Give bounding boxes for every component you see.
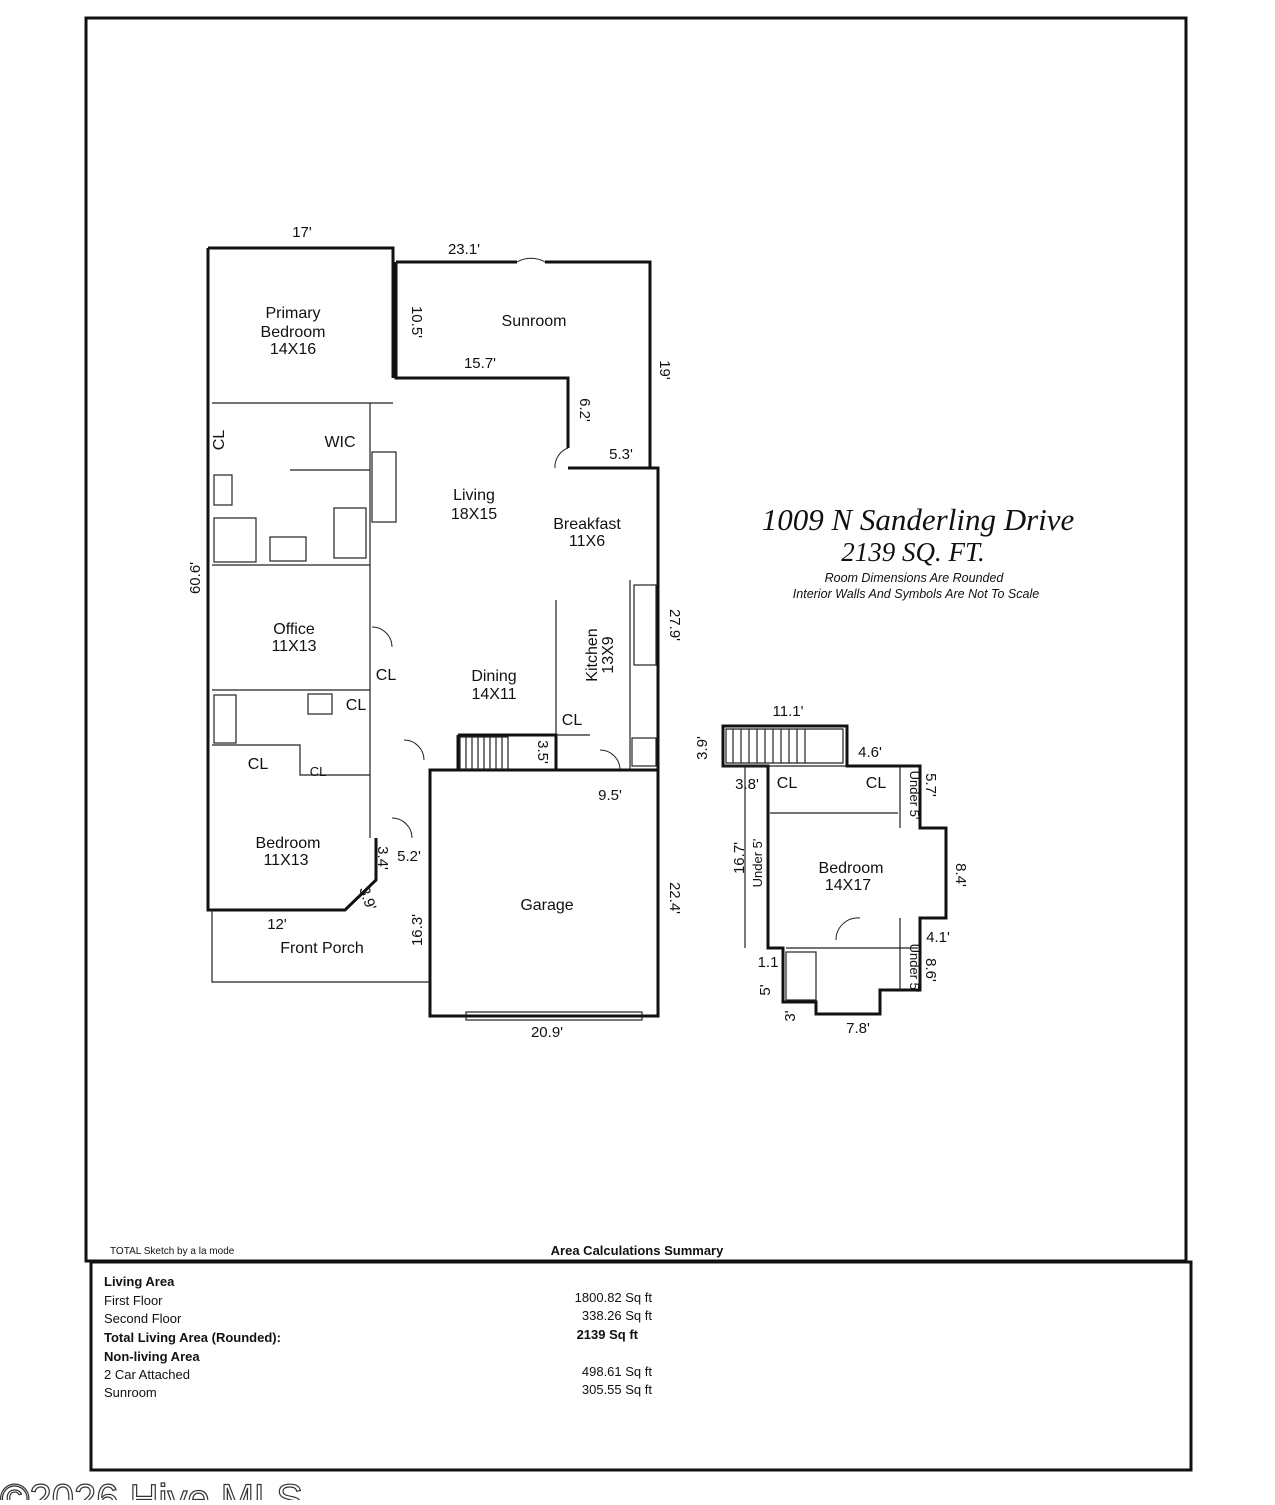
summary-row-value: 338.26 Sq ft: [582, 1308, 652, 1323]
summary-row-label: Second Floor: [104, 1311, 182, 1326]
summary-heading-living-area: Living Area: [104, 1274, 175, 1289]
dimension-label: 8.6': [922, 958, 939, 982]
dimension-label: 22.4': [666, 882, 683, 914]
closet-label: CL: [562, 712, 583, 729]
dimension-label: 17': [292, 224, 312, 241]
dimension-label: 1.1: [758, 954, 779, 971]
under-5-label: Under 5': [750, 839, 765, 888]
room-dining-name: Dining: [471, 668, 516, 685]
dimension-label: 3.8': [735, 776, 759, 793]
summary-title: Area Calculations Summary: [551, 1243, 724, 1258]
dimension-label: 5.7': [922, 773, 939, 797]
room-primary-bedroom-name: Primary: [265, 305, 320, 322]
dimension-label: 60.6': [187, 562, 204, 594]
room-front-porch-name: Front Porch: [280, 940, 364, 957]
note-dimensions-rounded: Room Dimensions Are Rounded: [825, 571, 1005, 585]
dimension-label: 15.7': [464, 355, 496, 372]
dimension-label: 10.5': [408, 306, 425, 338]
dimension-label: 20.9': [531, 1024, 563, 1041]
room-office-name: Office: [273, 621, 315, 638]
dimension-label: 27.9': [666, 609, 683, 641]
closet-label: CL: [310, 764, 327, 779]
total-square-footage: 2139 SQ. FT.: [841, 537, 985, 567]
room-garage-name: Garage: [520, 897, 573, 914]
summary-row-label: Sunroom: [104, 1385, 157, 1400]
property-address: 1009 N Sanderling Drive: [762, 502, 1075, 537]
note-not-to-scale: Interior Walls And Symbols Are Not To Sc…: [793, 587, 1039, 601]
dimension-label: 3.4': [374, 846, 391, 870]
dimension-label: 4.6': [858, 744, 882, 761]
dimension-label: 3.9': [694, 736, 711, 760]
room-upstairs-bedroom-size: 14X17: [825, 877, 871, 894]
room-breakfast-size: 11X6: [569, 533, 605, 550]
dimension-label: 8.4': [952, 863, 969, 887]
room-dining-size: 14X11: [471, 686, 516, 703]
room-sunroom-name: Sunroom: [502, 313, 567, 330]
closet-label: CL: [211, 430, 228, 451]
mls-watermark: ©2026 Hive MLS: [0, 1477, 303, 1500]
dimension-label: 23.1': [448, 241, 480, 258]
dimension-label: 5.2': [397, 848, 421, 865]
dimension-label: 3': [782, 1010, 799, 1021]
room-kitchen-name: Kitchen: [584, 628, 601, 681]
summary-frame: [89, 1260, 1193, 1472]
room-office-size: 11X13: [271, 638, 316, 655]
room-primary-bedroom-name-2: Bedroom: [261, 324, 326, 341]
summary-total-label: Total Living Area (Rounded):: [104, 1330, 281, 1345]
room-primary-bedroom-size: 14X16: [270, 341, 316, 358]
closet-label: CL: [866, 775, 887, 792]
dimension-label: 6.2': [576, 398, 593, 422]
dimension-label: 19': [656, 360, 673, 380]
room-breakfast-name: Breakfast: [553, 516, 621, 533]
dimension-label: 3.9': [355, 884, 379, 912]
summary-row-value: 305.55 Sq ft: [582, 1382, 652, 1397]
dimension-label: 5': [757, 984, 774, 995]
closet-label: CL: [248, 756, 269, 773]
dimension-label: 16.3': [409, 914, 426, 946]
summary-total-value: 2139 Sq ft: [577, 1327, 639, 1342]
closet-label: CL: [777, 775, 798, 792]
dimension-label: 11.1': [773, 703, 804, 720]
second-floor-plan: [721, 724, 948, 1016]
dimension-label: 3.5': [534, 740, 551, 764]
summary-row-label: 2 Car Attached: [104, 1367, 190, 1382]
room-bedroom-size: 11X13: [263, 852, 308, 869]
software-credit: TOTAL Sketch by a la mode: [110, 1246, 235, 1257]
room-living-size: 18X15: [451, 506, 497, 523]
first-floor-plan: [206, 246, 660, 1021]
under-5-label: Under 5': [907, 944, 922, 993]
closet-label: CL: [376, 667, 397, 684]
dimension-label: 16.7': [731, 842, 748, 874]
dimension-label: 5.3': [609, 446, 633, 463]
under-5-label: Under 5': [907, 771, 922, 820]
room-upstairs-bedroom-name: Bedroom: [819, 860, 884, 877]
room-living-name: Living: [453, 487, 495, 504]
room-wic-name: WIC: [324, 434, 355, 451]
room-kitchen-size: 13X9: [600, 636, 617, 673]
summary-row-value: 498.61 Sq ft: [582, 1364, 652, 1379]
summary-row-value: 1800.82 Sq ft: [575, 1290, 653, 1305]
dimension-label: 9.5': [598, 787, 622, 804]
closet-label: CL: [346, 697, 367, 714]
room-bedroom-name: Bedroom: [256, 835, 321, 852]
page-frame: [84, 16, 1188, 1263]
dimension-label: 12': [267, 916, 287, 933]
summary-row-label: First Floor: [104, 1293, 163, 1308]
summary-heading-non-living-area: Non-living Area: [104, 1349, 200, 1364]
dimension-label: 7.8': [846, 1020, 870, 1037]
dimension-label: 4.1': [926, 929, 950, 946]
